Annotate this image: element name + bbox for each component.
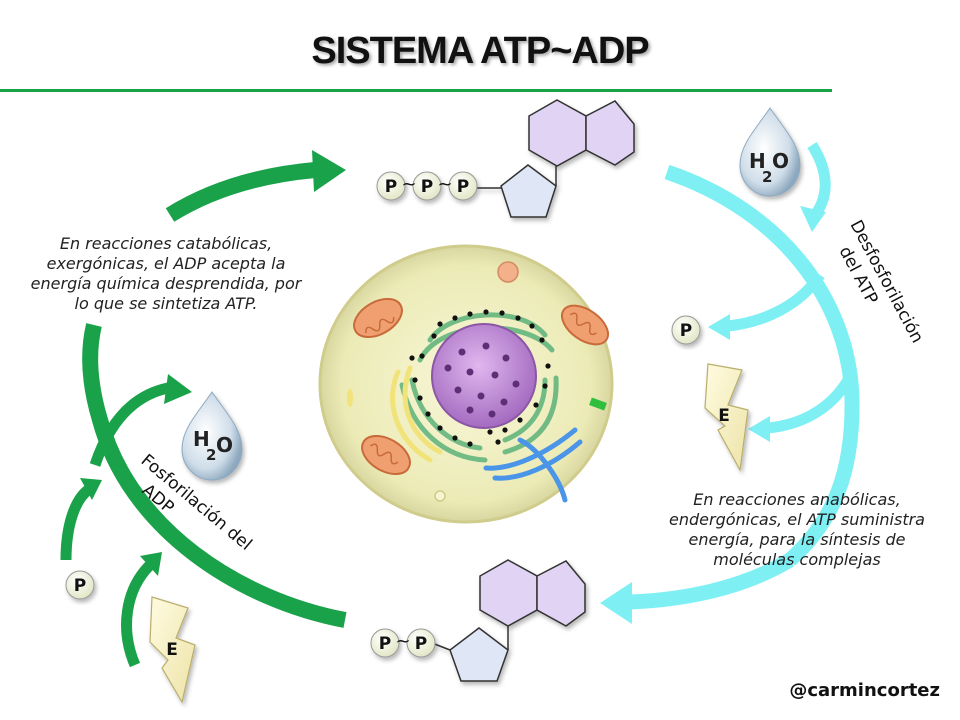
water-top-o: O bbox=[772, 149, 789, 173]
water-left-sub: 2 bbox=[206, 446, 216, 464]
nucleus-chromatin bbox=[444, 342, 520, 418]
green-arrowhead-e bbox=[140, 552, 162, 576]
water-left-h: H bbox=[193, 427, 210, 451]
author-credit: @carmincortez bbox=[789, 680, 940, 701]
phosphate-right bbox=[671, 315, 701, 345]
energy-right-label: E bbox=[718, 406, 730, 426]
cyan-p-output bbox=[727, 271, 825, 332]
atp-phosphate-2 bbox=[412, 171, 442, 201]
cyan-bottom-arc bbox=[629, 553, 794, 610]
energy-bolt-right bbox=[704, 363, 749, 472]
cyan-arrowhead-bottom bbox=[600, 582, 632, 624]
green-main-arc bbox=[82, 323, 347, 628]
green-e-input bbox=[121, 561, 155, 668]
vacuole bbox=[497, 261, 519, 283]
green-top-arc bbox=[165, 162, 316, 222]
cyan-arrowhead-p bbox=[708, 314, 730, 340]
water-drop-top-right bbox=[739, 107, 801, 197]
nucleus bbox=[431, 323, 537, 429]
atp-p2-label: P bbox=[421, 177, 433, 197]
title-divider bbox=[0, 89, 832, 92]
atp-p1-label: P bbox=[385, 177, 397, 197]
phosphate-left-label: P bbox=[74, 576, 86, 596]
cyan-water-input bbox=[807, 142, 831, 219]
adp-molecule bbox=[370, 559, 586, 682]
centriole bbox=[589, 397, 607, 411]
atp-adenine bbox=[528, 99, 635, 167]
smooth-er bbox=[483, 427, 583, 503]
cyan-arrowhead-e bbox=[748, 416, 770, 442]
energy-bolt-left bbox=[149, 596, 196, 704]
energy-left-label: E bbox=[166, 640, 178, 660]
atp-bond-2: ~ bbox=[437, 174, 452, 195]
atp-bond-1: ~ bbox=[401, 174, 416, 195]
adp-p1-label: P bbox=[379, 634, 391, 654]
cyan-main-arc bbox=[664, 164, 860, 566]
adp-ribose bbox=[449, 627, 509, 682]
green-branch-arc-water bbox=[89, 382, 170, 467]
green-arrowhead-top bbox=[312, 150, 346, 192]
adp-bond: ~ bbox=[395, 631, 410, 652]
cell-illustration bbox=[318, 244, 614, 524]
atp-ribose bbox=[500, 164, 557, 218]
cyan-arrowhead-water bbox=[800, 206, 826, 232]
adp-p2-label: P bbox=[415, 634, 427, 654]
water-left-o: O bbox=[216, 433, 233, 457]
adp-phosphate-2 bbox=[406, 628, 436, 658]
phosphate-right-label: P bbox=[680, 321, 692, 341]
adp-adenine bbox=[479, 559, 586, 627]
phosphate-left bbox=[65, 570, 95, 600]
atp-phosphate-1 bbox=[376, 171, 406, 201]
dephosphorylation-arrows bbox=[600, 142, 860, 624]
anabolic-note: En reacciones anabólicas, endergónicas, … bbox=[669, 490, 925, 569]
green-arrowhead-water bbox=[164, 374, 192, 404]
water-top-sub: 2 bbox=[762, 168, 772, 186]
phosphorylation-arrows bbox=[60, 150, 347, 668]
water-drop-left bbox=[181, 391, 243, 481]
water-top-h: H bbox=[749, 149, 766, 173]
golgi-apparatus bbox=[390, 365, 443, 463]
green-p-input bbox=[60, 485, 92, 561]
cyan-e-output bbox=[767, 377, 853, 434]
catabolic-note: En reacciones catabólicas, exergónicas, … bbox=[30, 234, 302, 313]
atp-phosphate-3 bbox=[448, 171, 478, 201]
mitochondria bbox=[353, 298, 609, 475]
atp-p3-label: P bbox=[457, 177, 469, 197]
atp-molecule bbox=[376, 99, 635, 218]
green-arrowhead-p bbox=[80, 478, 102, 500]
adp-phosphate-1 bbox=[370, 628, 400, 658]
page-title: SISTEMA ATP~ADP bbox=[311, 30, 649, 72]
small-vesicle bbox=[434, 490, 446, 502]
lysosome bbox=[347, 389, 353, 407]
ribosomes bbox=[409, 309, 551, 447]
